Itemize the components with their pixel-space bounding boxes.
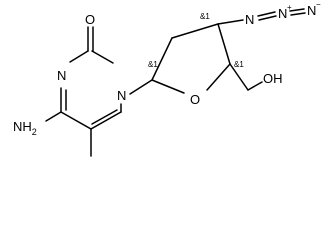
stereo-labels: &1 &1 &1 [148,12,244,69]
bond-c4prime-c5prime [229,63,249,91]
stereo-label-c1prime: &1 [148,60,158,69]
atom-o-ring: O [190,92,200,107]
atom-azide-n2: N [278,6,287,21]
atom-labels: O N N NH2 O OH N N + N − [13,0,321,137]
bond-azide-n1-n2-a [257,11,276,17]
molecule-structure: O N N NH2 O OH N N + N − &1 &1 &1 [13,0,321,157]
stereo-label-c4prime: &1 [234,60,244,69]
bond-c5prime-oh [247,81,263,91]
bond-c2prime-c3prime [171,23,219,39]
bond-c4-c5 [60,111,92,130]
bond-c4prime-oring [206,63,231,91]
atom-n1: N [117,88,126,103]
bond-n1-c1prime [129,79,153,95]
bond-c2-n1 [91,50,114,64]
atom-azide-n3-charge: − [316,0,321,9]
bond-c3prime-azide [217,19,244,25]
bond-azide-n2-n3-b [290,12,306,16]
bond-c1prime-c2prime [151,37,173,81]
atom-nh2-label: NH [13,119,32,134]
bond-c3prime-c4prime [217,23,231,65]
atom-oh: OH [263,71,283,86]
atom-azide-n1: N [245,12,254,27]
bond-c5-c6 [90,111,122,130]
bond-azide-n2-n3-a [289,8,305,12]
atom-n3: N [57,68,66,83]
atom-azide-n2-charge: + [287,3,292,12]
bond-c5-c6-inner [91,109,118,125]
bond-oring-c1prime [151,79,185,94]
atom-nh2-subscript: 2 [32,127,37,137]
atom-o-carbonyl: O [85,12,95,27]
atom-azide-n3: N [307,3,316,18]
bond-azide-n1-n2-b [258,15,277,21]
bond-c4-n-amine [45,111,62,122]
sugar-ring [129,8,306,95]
pyrimidine-ring [45,26,122,157]
bond-c2-n3 [69,50,89,63]
atom-nh2: NH2 [13,119,37,137]
stereo-label-c3prime: &1 [200,12,210,21]
